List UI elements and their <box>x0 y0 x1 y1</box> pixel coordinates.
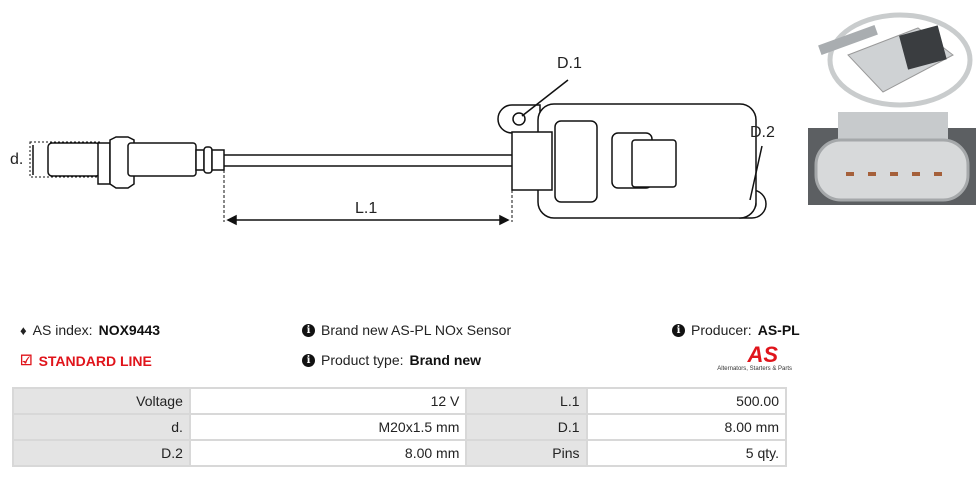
product-type: i Product type:Brand new <box>302 352 481 368</box>
as-index-value: NOX9443 <box>98 322 161 338</box>
as-index: ♦ AS index:NOX9443 <box>20 322 161 338</box>
info-icon: i <box>302 323 315 337</box>
d1-leader <box>521 79 569 117</box>
cable-connector <box>511 131 553 191</box>
info-icon: i <box>302 353 315 367</box>
label-d: d. <box>10 151 24 168</box>
label-d2: D.2 <box>750 124 775 141</box>
as-pl-logo: AS Alternators, Starters & Parts <box>717 342 792 373</box>
producer: i Producer:AS-PL <box>672 322 800 338</box>
tags-icon: ♦ <box>20 322 27 338</box>
label-d1: D.1 <box>557 55 582 72</box>
product-photo[interactable] <box>808 0 976 205</box>
d-dimension-box <box>29 141 101 178</box>
checkbox-icon: ☑ <box>20 352 33 368</box>
info-icon: i <box>672 323 685 337</box>
product-description: i Brand new AS-PL NOx Sensor <box>302 322 511 338</box>
d2-leader <box>749 145 763 201</box>
technical-drawing <box>29 79 767 226</box>
label-l1: L.1 <box>355 200 378 217</box>
product-line: ☑ STANDARD LINE <box>20 352 152 369</box>
